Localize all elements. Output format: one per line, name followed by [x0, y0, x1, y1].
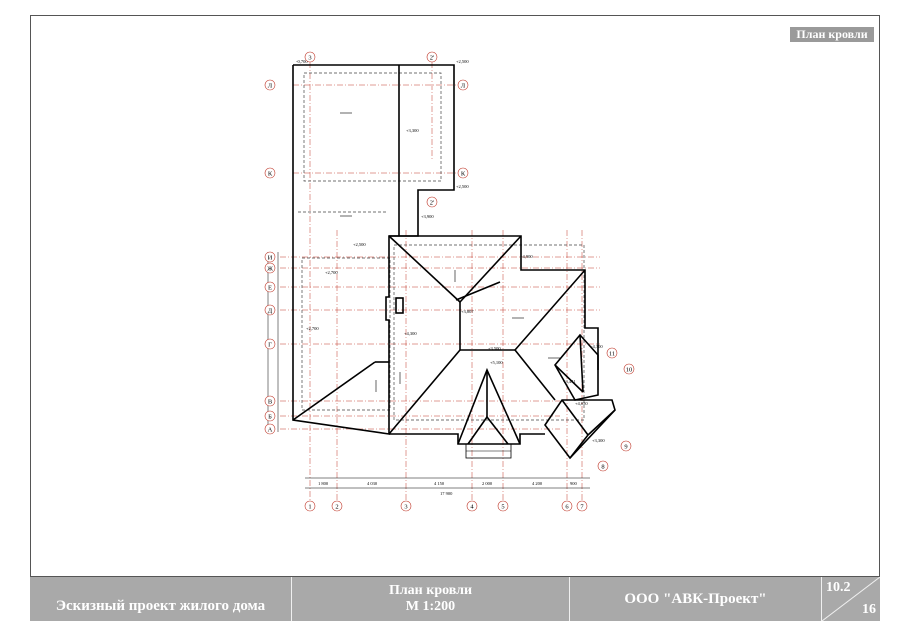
svg-text:1 800: 1 800 — [318, 481, 329, 486]
svg-text:4 030: 4 030 — [367, 481, 378, 486]
axis-label-E: Е — [268, 285, 272, 292]
svg-text:+5,100: +5,100 — [490, 360, 503, 366]
axis-label-Zh: Ж — [267, 266, 273, 273]
svg-text:+3,300: +3,300 — [592, 438, 605, 444]
axis-label-8: 8 — [601, 464, 604, 471]
svg-text:17 900: 17 900 — [440, 491, 453, 496]
axis-label-10: 10 — [626, 367, 633, 374]
axis-label-right-K: К — [461, 171, 466, 178]
stamp-page: 16 — [862, 602, 876, 617]
svg-text:+3,900: +3,900 — [421, 214, 434, 220]
svg-text:4 150: 4 150 — [434, 481, 445, 486]
axis-label-1: 1 — [308, 504, 311, 511]
svg-text:2 000: 2 000 — [482, 481, 493, 486]
stamp-company: ООО "АВК-Проект" — [570, 577, 822, 621]
axis-label-7: 7 — [580, 504, 584, 511]
svg-text:+4,300: +4,300 — [404, 331, 417, 337]
axis-label-V: В — [268, 399, 273, 406]
axis-label-D: Д — [268, 308, 273, 315]
axis-label-K: К — [268, 171, 273, 178]
stamp-scale: М 1:200 — [405, 599, 456, 614]
axis-label-G: Г — [268, 342, 272, 349]
axis-label-5: 5 — [501, 504, 504, 511]
axis-label-2: 2 — [335, 504, 338, 511]
svg-text:+3,300: +3,300 — [406, 128, 419, 134]
axis-label-6: 6 — [565, 504, 569, 511]
stamp-sheet-number: 10.2 16 — [822, 577, 880, 621]
stamp-sheet-name: План кровли — [388, 583, 473, 598]
axis-label-I: И — [268, 255, 273, 262]
axis-label-L: Л — [268, 83, 273, 90]
svg-text:+4,300: +4,300 — [590, 344, 603, 350]
svg-text:+2,700: +2,700 — [306, 326, 319, 332]
axis-label-lower-2p: 2' — [430, 200, 434, 207]
stamp-code: 10.2 — [826, 580, 851, 595]
stamp-sheet-title: План кровли М 1:200 — [292, 577, 570, 621]
svg-text:+4,900: +4,900 — [520, 254, 533, 260]
stamp-divider-slash — [822, 577, 880, 621]
axis-label-11: 11 — [609, 351, 615, 358]
title-block: Эскизный проект жилого дома План кровли … — [30, 576, 880, 621]
svg-text:900: 900 — [570, 481, 578, 486]
svg-text:+4,050: +4,050 — [575, 401, 588, 407]
stamp-project-name: Эскизный проект жилого дома — [30, 577, 292, 621]
svg-text:-0,700: -0,700 — [296, 59, 308, 65]
svg-text:+2,500: +2,500 — [456, 184, 469, 190]
svg-text:+3,807: +3,807 — [461, 309, 474, 315]
svg-text:+2,500: +2,500 — [353, 242, 366, 248]
svg-text:4 200: 4 200 — [532, 481, 543, 486]
svg-text:+3,500: +3,500 — [488, 346, 501, 352]
svg-text:+2,700: +2,700 — [325, 270, 338, 276]
svg-text:+3,441: +3,441 — [563, 379, 576, 385]
axis-label-3: 3 — [404, 504, 407, 511]
axis-label-9: 9 — [624, 444, 627, 451]
axis-label-top-3: 3 — [308, 55, 311, 62]
title-badge: План кровли — [790, 27, 874, 42]
axis-label-right-L: Л — [461, 83, 466, 90]
axis-label-top-2p: 2' — [430, 55, 434, 62]
axis-label-4: 4 — [470, 504, 474, 511]
drawing-sheet-frame — [30, 15, 880, 620]
axis-label-B: Б — [268, 414, 272, 421]
svg-text:+2,500: +2,500 — [456, 59, 469, 65]
axis-label-A: А — [268, 427, 273, 434]
